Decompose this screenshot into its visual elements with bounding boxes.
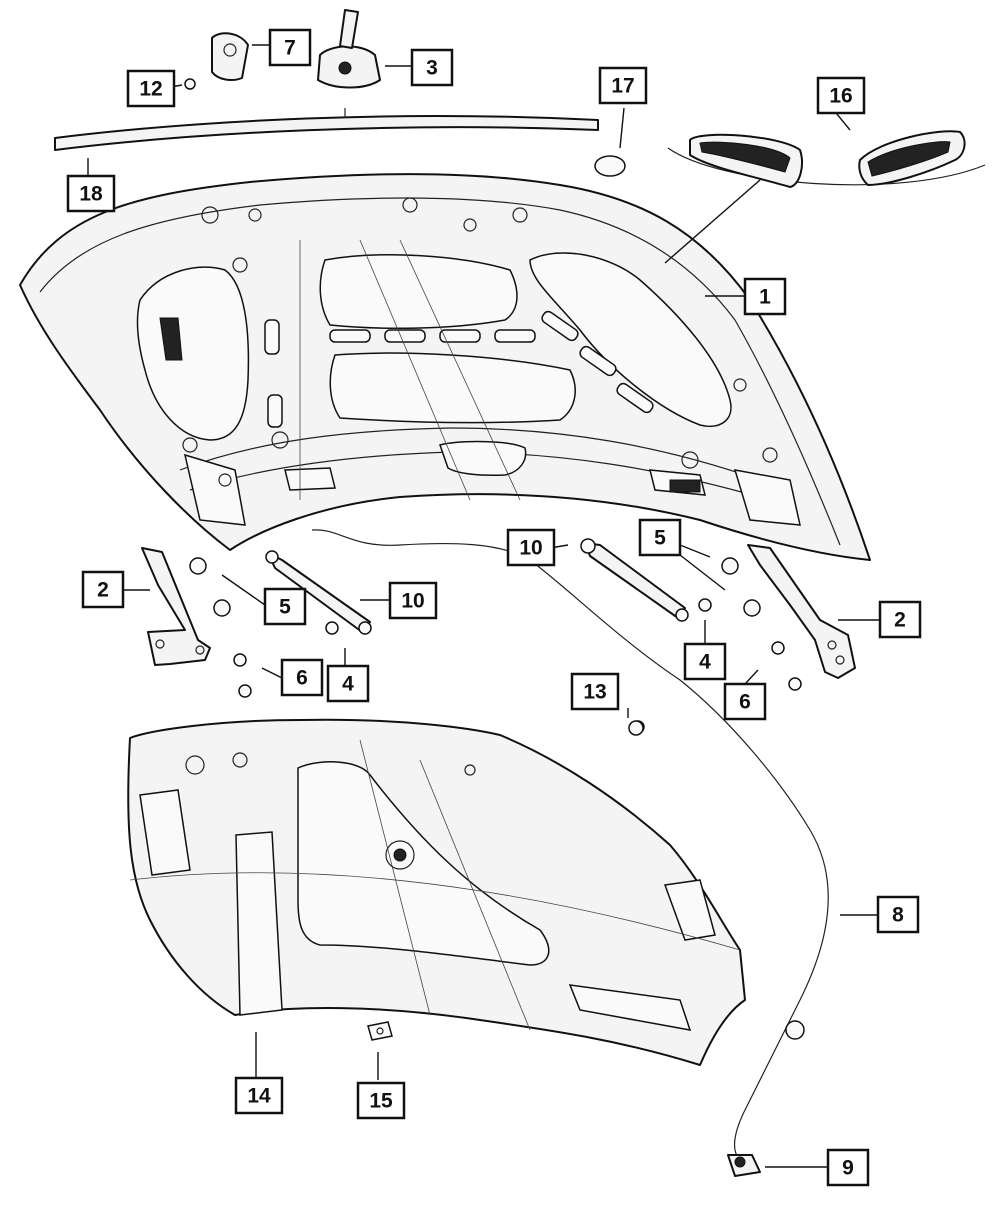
svg-text:16: 16 [829,85,852,108]
insulator-pad [594,155,626,177]
callout-10-right: 10 [506,528,556,567]
svg-text:14: 14 [247,1085,271,1108]
svg-text:18: 18 [79,183,103,206]
clip-13 [628,720,644,736]
callout-16: 16 [816,76,866,115]
hinge-left [141,547,211,666]
callout-3: 3 [410,48,454,87]
callout-8: 8 [876,895,920,934]
prop-rod-left [265,550,372,635]
callout-4-right: 4 [683,642,727,681]
svg-text:12: 12 [139,78,162,101]
hood-vents [667,130,986,188]
callout-6-left: 6 [280,658,324,697]
callout-6-right: 6 [723,682,767,721]
svg-text:10: 10 [401,590,424,613]
hood-latch [317,9,381,89]
callout-12: 12 [126,69,176,108]
svg-text:3: 3 [426,57,438,80]
callout-1: 1 [743,277,787,316]
weatherstrip [54,108,599,151]
svg-text:9: 9 [842,1157,854,1180]
prop-rod-right [580,538,689,622]
hood-silencer [127,718,746,1066]
svg-text:4: 4 [699,651,711,674]
callout-13: 13 [570,672,620,711]
callout-15: 15 [356,1081,406,1120]
callout-4-left: 4 [326,664,370,703]
svg-text:6: 6 [296,667,308,690]
bumper-12 [184,78,196,90]
hinge-right [747,544,856,679]
callout-2-left: 2 [81,570,125,609]
striker [211,32,249,81]
callout-5-left: 5 [263,587,307,626]
svg-text:7: 7 [284,37,296,60]
cable-grommet [785,1020,805,1040]
svg-text:17: 17 [611,75,634,98]
svg-text:2: 2 [97,579,109,602]
svg-text:6: 6 [739,691,751,714]
svg-text:15: 15 [369,1090,393,1113]
svg-text:5: 5 [279,596,291,619]
svg-text:1: 1 [759,286,771,309]
callout-17: 17 [598,66,648,105]
callout-9: 9 [826,1148,870,1187]
svg-text:2: 2 [894,609,906,632]
release-cable [311,529,829,1161]
callout-14: 14 [234,1076,284,1115]
svg-text:10: 10 [519,537,542,560]
svg-text:5: 5 [654,527,666,550]
svg-text:8: 8 [892,904,904,927]
callout-7: 7 [268,28,312,67]
callout-18: 18 [66,174,116,213]
hood-panel [19,173,871,561]
push-pin [367,1021,393,1041]
callout-10-left: 10 [388,581,438,620]
svg-text:13: 13 [583,681,606,704]
release-handle [727,1154,761,1177]
svg-text:4: 4 [342,673,354,696]
callout-2-right: 2 [878,600,922,639]
callout-5-right: 5 [638,518,682,557]
